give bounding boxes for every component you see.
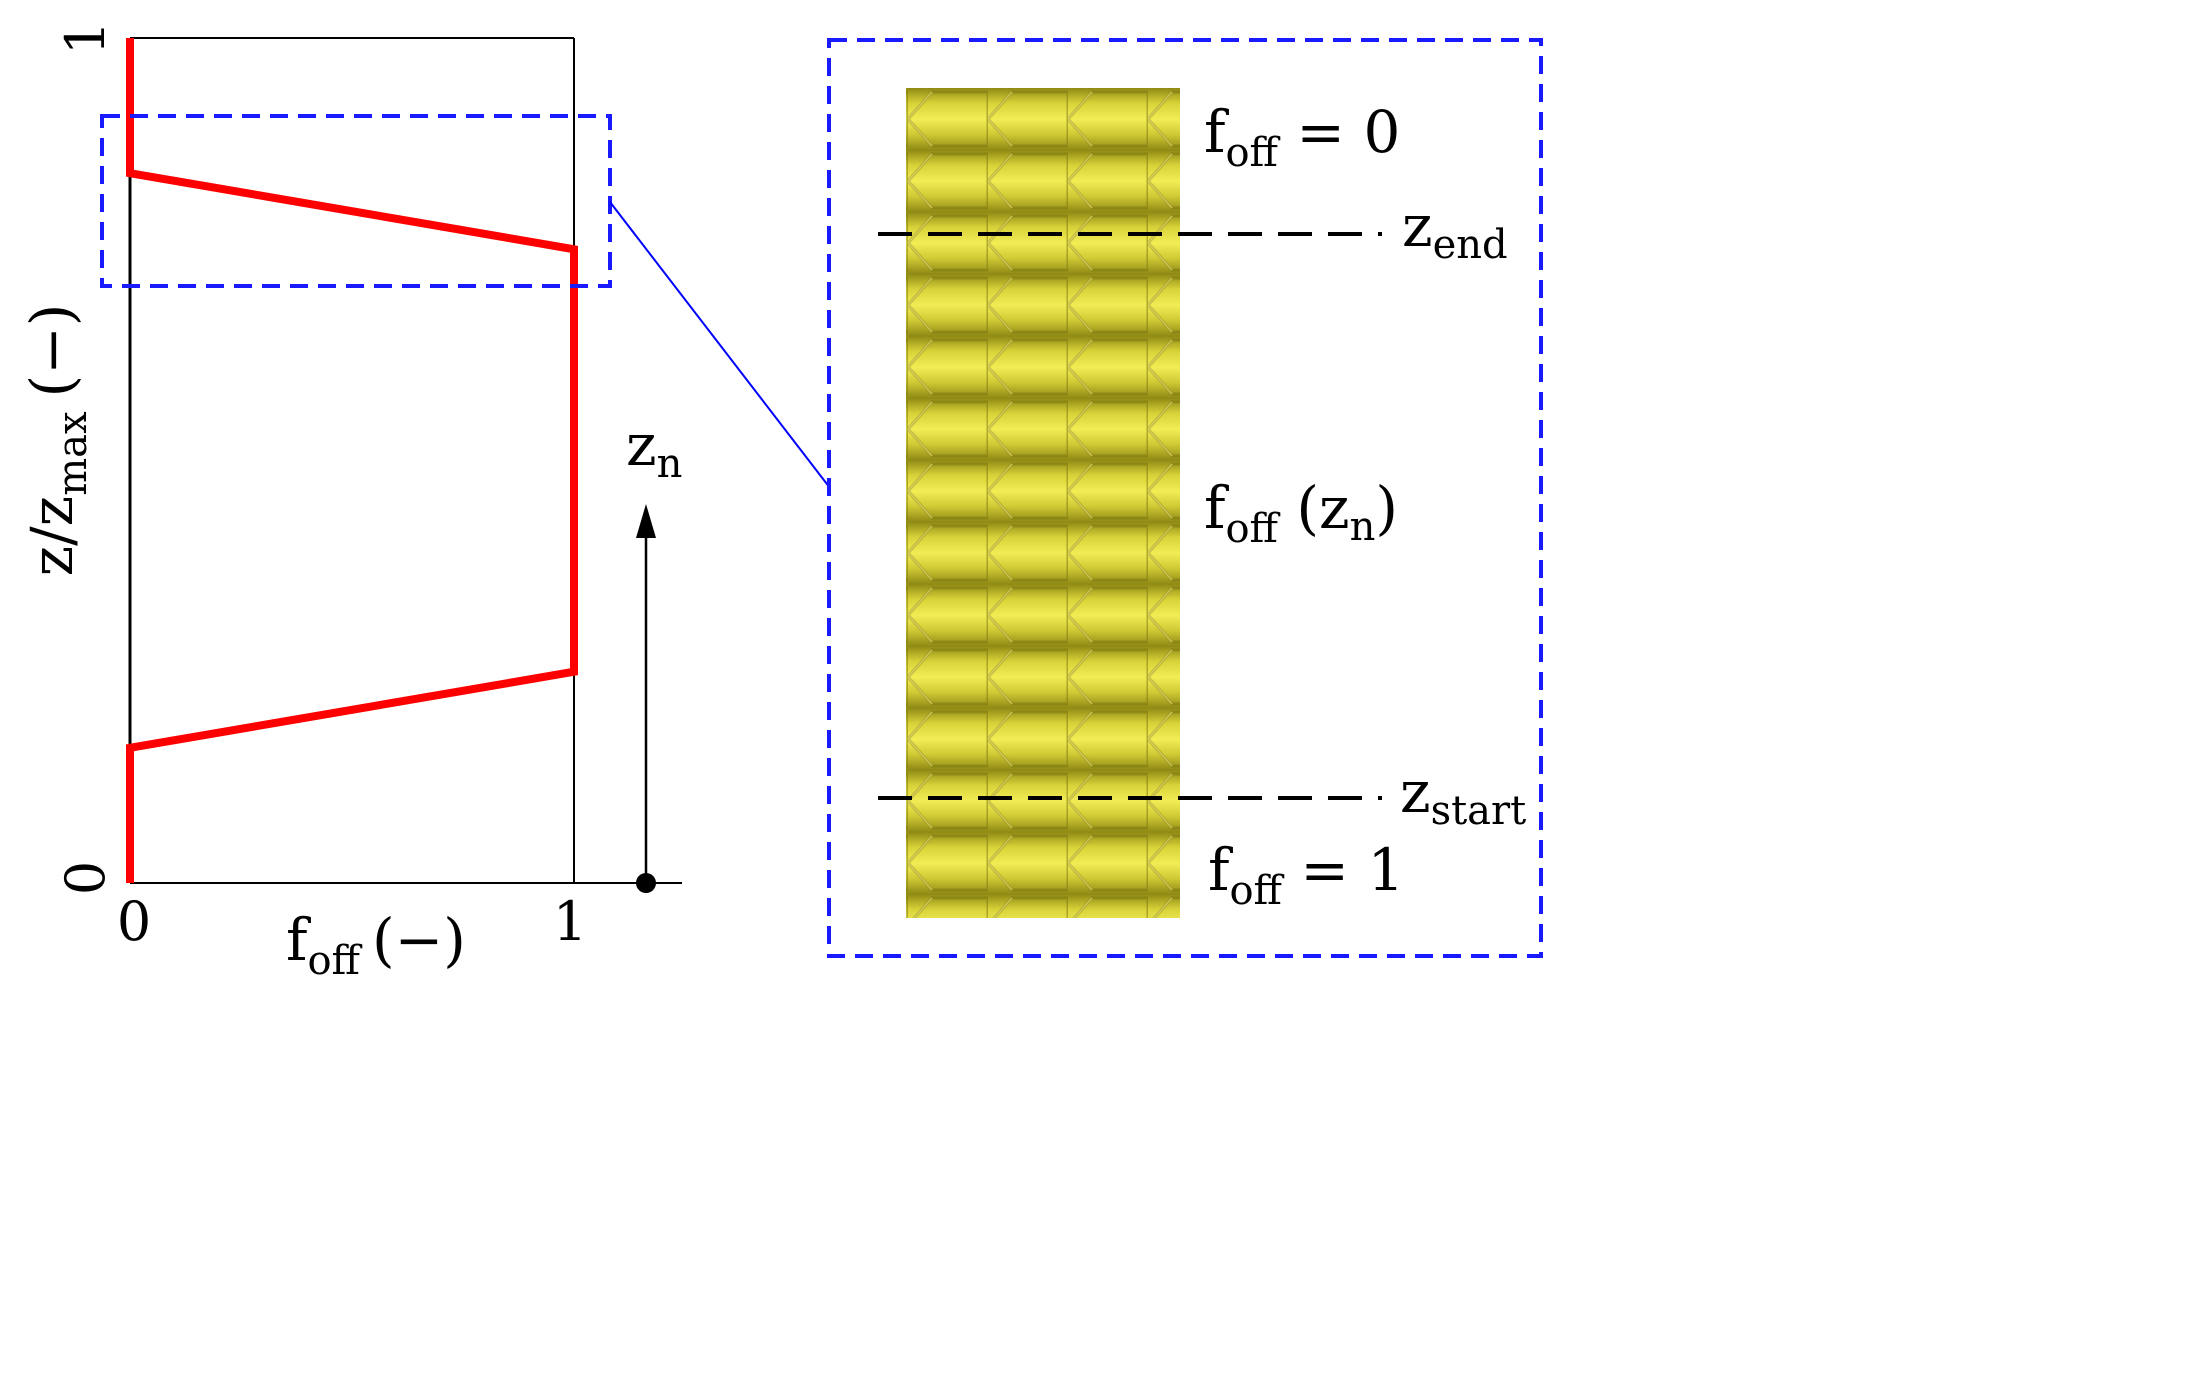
zoom-selection-box bbox=[100, 114, 612, 288]
y-label-main: z/z bbox=[18, 496, 86, 577]
x-label-sub: off bbox=[307, 938, 362, 984]
x-axis-label: foff(−) bbox=[286, 906, 466, 984]
arrow-head bbox=[636, 504, 656, 538]
scale-texture-column bbox=[906, 88, 1180, 918]
foff-zn-label: foff (zn) bbox=[1204, 474, 1398, 552]
foff-bottom-label: foff = 1 bbox=[1208, 836, 1404, 914]
foff-profile-line bbox=[126, 38, 578, 883]
y-label-unit: (−) bbox=[18, 304, 86, 398]
y-label-sub: max bbox=[50, 411, 96, 496]
x-label-unit: (−) bbox=[372, 906, 466, 974]
z-start-label: zstart bbox=[1400, 758, 1526, 834]
zoom-connector-line bbox=[609, 201, 831, 489]
y-tick-bottom: 0 bbox=[54, 861, 117, 895]
zn-label: zn bbox=[626, 411, 682, 487]
z-end-label: zend bbox=[1402, 192, 1508, 268]
x-tick-left: 0 bbox=[117, 890, 151, 953]
y-tick-top: 1 bbox=[54, 21, 117, 55]
x-tick-right: 1 bbox=[553, 890, 587, 953]
arrow-origin-dot bbox=[636, 873, 656, 893]
profile-axes bbox=[128, 37, 682, 884]
y-axis-label: z/zmax (−) bbox=[18, 304, 96, 577]
zn-arrow bbox=[636, 504, 656, 893]
foff-top-label: foff = 0 bbox=[1204, 98, 1400, 176]
x-label-main: f bbox=[286, 906, 311, 974]
